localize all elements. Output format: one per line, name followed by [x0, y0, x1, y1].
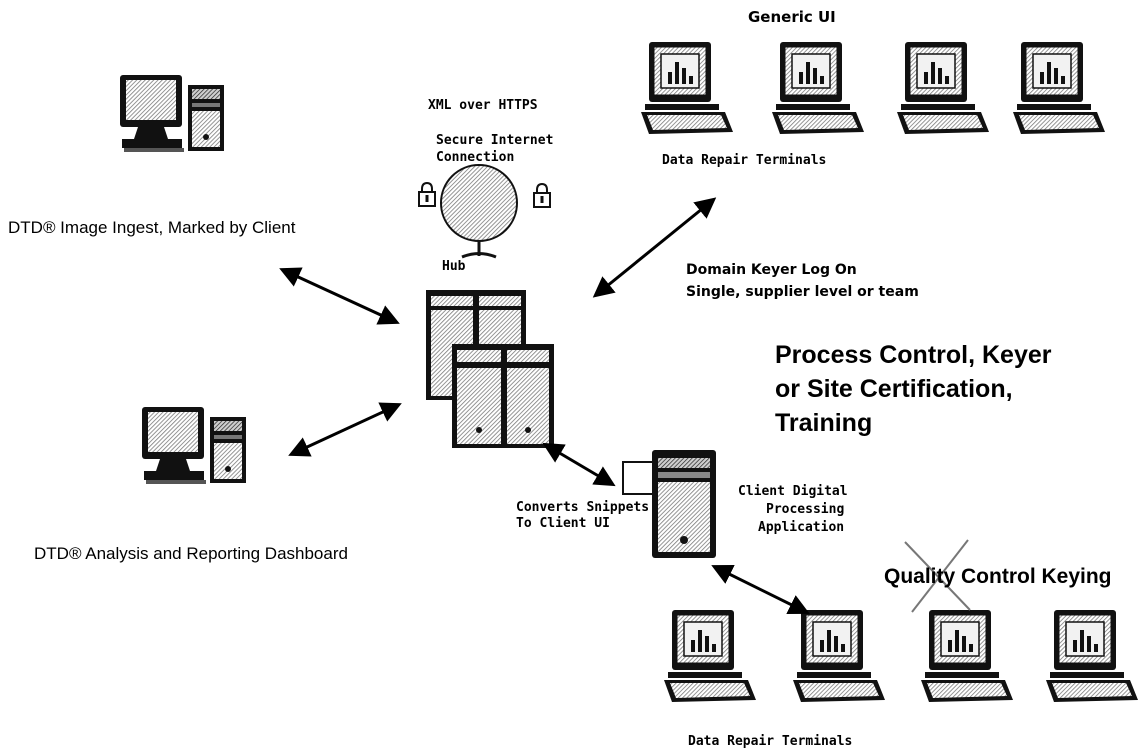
padlock-icon-right: [533, 183, 551, 208]
converts-snippets-label-line1: Converts Snippets: [516, 500, 650, 515]
client-app-label-line1: Client Digital: [738, 484, 848, 499]
process-control-label-line3: Training: [775, 409, 873, 437]
data-repair-terminal-icon-top-4: [1012, 41, 1106, 135]
domain-keyer-label-line1: Domain Keyer Log On: [686, 262, 857, 278]
secure-connection-label-line2: Connection: [436, 150, 515, 165]
data-repair-terminal-icon-top-3: [896, 41, 990, 135]
client-app-label-line2: Processing: [766, 502, 845, 517]
image-ingest-label: DTD® Image Ingest, Marked by Client: [8, 218, 296, 237]
converts-snippets-label-line2: To Client UI: [516, 516, 610, 531]
data-repair-terminal-icon-top-2: [771, 41, 865, 135]
dashboard-workstation-icon: [142, 407, 246, 484]
client-app-label-line3: Application: [758, 520, 845, 535]
client-tower-icon: [622, 450, 716, 558]
data-repair-terminal-icon-bottom-3: [920, 609, 1014, 703]
arrow-ingest-to-server: [279, 267, 400, 325]
arrow-dashboard-to-server: [288, 402, 402, 457]
dashboard-label: DTD® Analysis and Reporting Dashboard: [34, 544, 348, 563]
xml-over-https-label: XML over HTTPS: [428, 98, 538, 113]
server-cluster-icon: [426, 290, 554, 448]
padlock-icon-left: [418, 182, 436, 207]
process-control-label-line2: or Site Certification,: [775, 375, 1013, 403]
quality-control-keying-label: Quality Control Keying: [884, 565, 1112, 588]
data-repair-terminal-icon-bottom-1: [663, 609, 757, 703]
arrow-server-to-top-terminals: [592, 197, 717, 298]
hub-label: Hub: [442, 259, 466, 274]
strike-x-mark: [904, 539, 971, 613]
data-repair-terminals-top-label: Data Repair Terminals: [662, 153, 827, 168]
process-control-label-line1: Process Control, Keyer: [775, 341, 1052, 369]
data-repair-terminal-icon-top-1: [640, 41, 734, 135]
generic-ui-label: Generic UI: [748, 8, 836, 26]
data-repair-terminal-icon-bottom-4: [1045, 609, 1139, 703]
image-ingest-workstation-icon: [120, 75, 224, 152]
data-repair-terminals-bottom-label: Data Repair Terminals: [688, 734, 853, 749]
arrow-server-to-client-app: [542, 442, 616, 487]
globe-hub-icon: [440, 164, 518, 259]
secure-connection-label-line1: Secure Internet: [436, 133, 554, 148]
arrow-client-app-to-bottom-terminals: [711, 565, 810, 614]
data-repair-terminal-icon-bottom-2: [792, 609, 886, 703]
domain-keyer-label-line2: Single, supplier level or team: [686, 284, 919, 300]
